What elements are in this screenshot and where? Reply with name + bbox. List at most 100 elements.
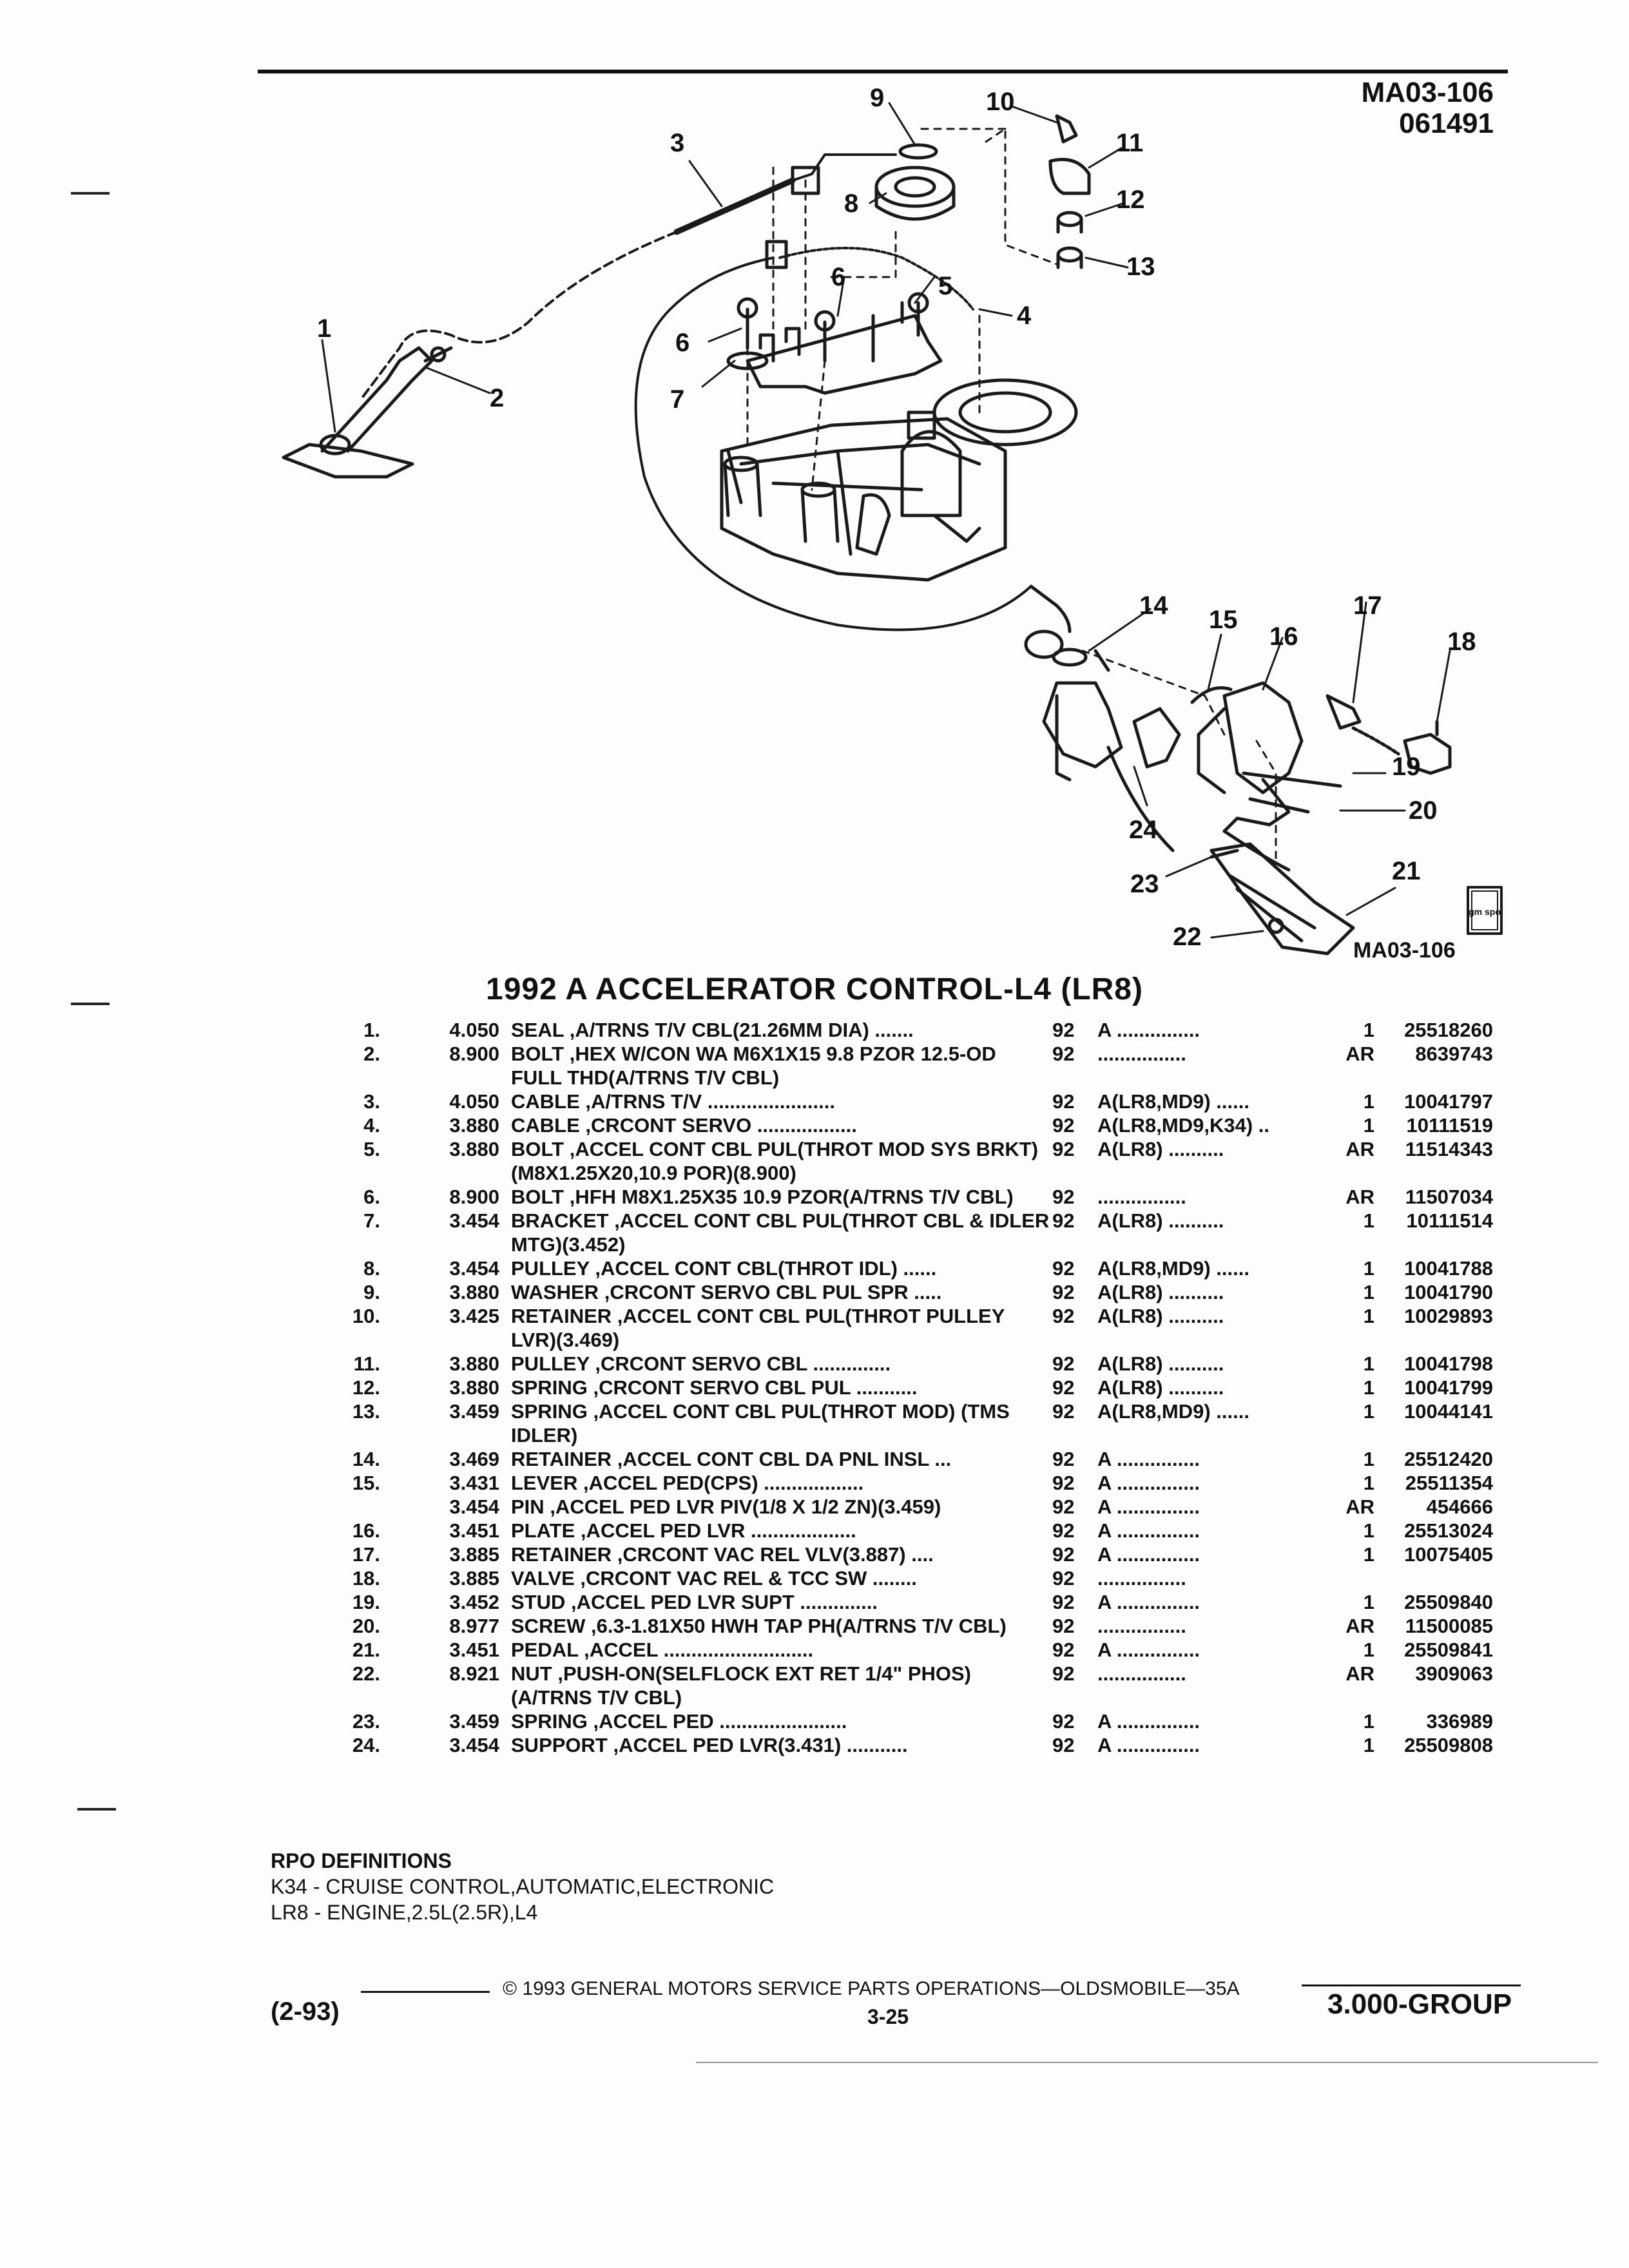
part-name: PIN <box>511 1495 545 1518</box>
quantity: 1 <box>1363 1400 1374 1423</box>
description: VALVE ,CRCONT VAC REL & TCC SW ........ <box>511 1566 1052 1590</box>
description: PIN ,ACCEL PED LVR PIV(1/8 X 1/2 ZN)(3.4… <box>511 1495 1052 1519</box>
part-number: 25509841 <box>1404 1639 1493 1661</box>
quantity: 1 <box>1363 1543 1374 1566</box>
part-description: ,ACCEL PED LVR PIV(1/8 X 1/2 ZN)(3.459) <box>550 1495 941 1518</box>
group-number-cell: 3.425 <box>449 1305 499 1327</box>
item-number: 1. <box>363 1019 380 1041</box>
part-number: 25511354 <box>1405 1472 1493 1494</box>
part-number: 3909063 <box>1415 1662 1493 1685</box>
group-number-cell: 3.880 <box>449 1138 499 1160</box>
model-year: 92 <box>1052 1662 1075 1685</box>
series: A(LR8) .......... <box>1097 1352 1224 1375</box>
page-title: 1992 A ACCELERATOR CONTROL-L4 (LR8) <box>486 972 1143 1006</box>
part-name: BOLT <box>511 1043 564 1065</box>
quantity: 1 <box>1363 1019 1374 1041</box>
part-description: ,ACCEL CONT CBL PUL(THROT MOD) (TMS IDLE… <box>511 1400 1010 1446</box>
alignment-lines <box>746 128 1277 865</box>
quantity: 1 <box>1363 1734 1374 1756</box>
description: RETAINER ,ACCEL CONT CBL PUL(THROT PULLE… <box>511 1304 1052 1352</box>
part-description: ,PUSH-ON(SELFLOCK EXT RET 1/4" PHOS) (A/… <box>511 1662 971 1709</box>
group-number-cell: 3.885 <box>449 1567 499 1590</box>
quantity: 1 <box>1363 1472 1374 1494</box>
group-number-cell: 3.885 <box>449 1543 499 1566</box>
item-number: 22. <box>352 1662 380 1685</box>
scan-mark <box>71 1003 110 1005</box>
part-name: SPRING <box>511 1710 588 1733</box>
model-year: 92 <box>1052 1639 1075 1661</box>
model-year: 92 <box>1052 1400 1075 1423</box>
part-number: 11507034 <box>1405 1186 1493 1208</box>
item-number: 23. <box>352 1710 380 1733</box>
part-number: 25509840 <box>1404 1591 1493 1613</box>
part-description: ,6.3-1.81X50 HWH TAP PH(A/TRNS T/V CBL) <box>591 1615 1007 1637</box>
quantity: 1 <box>1363 1281 1374 1303</box>
quantity: 1 <box>1363 1376 1374 1399</box>
quantity: 1 <box>1363 1448 1374 1470</box>
part-name: SCREW <box>511 1615 586 1637</box>
description: BRACKET ,ACCEL CONT CBL PUL(THROT CBL & … <box>511 1209 1052 1256</box>
part-number: 10111514 <box>1406 1209 1493 1232</box>
copyright: © 1993 GENERAL MOTORS SERVICE PARTS OPER… <box>503 1978 1240 1999</box>
model-year: 92 <box>1052 1090 1075 1113</box>
group-number-cell: 3.454 <box>449 1257 499 1280</box>
item-number: 9. <box>363 1281 380 1303</box>
part-number: 336989 <box>1426 1710 1493 1733</box>
throttle-body-assembly <box>720 378 1078 582</box>
part-description: ,HEX W/CON WA M6X1X15 9.8 PZOR 12.5-OD F… <box>511 1043 996 1089</box>
part-name: BOLT <box>511 1186 564 1208</box>
part-name: VALVE <box>511 1567 575 1590</box>
item-number: 17. <box>352 1543 380 1566</box>
part-number: 10041798 <box>1404 1352 1493 1375</box>
group-number-cell: 8.921 <box>449 1662 499 1685</box>
item-number: 3. <box>363 1090 380 1113</box>
series: ................ <box>1097 1615 1186 1637</box>
quantity: 1 <box>1363 1639 1374 1661</box>
series: A ............... <box>1097 1734 1200 1756</box>
item-number: 2. <box>363 1043 380 1065</box>
part-description: ,CRCONT VAC REL VLV(3.887) .... <box>617 1543 934 1566</box>
callout-24: 24 <box>1129 816 1158 844</box>
part-description: ,ACCEL PED ....................... <box>593 1710 847 1733</box>
description: WASHER ,CRCONT SERVO CBL PUL SPR ..... <box>511 1280 1052 1304</box>
group-number-cell: 3.880 <box>449 1114 499 1137</box>
date-code: 061491 <box>1399 108 1494 139</box>
model-year: 92 <box>1052 1376 1075 1399</box>
part-description: ,ACCEL PED LVR(3.431) ........... <box>613 1734 908 1756</box>
callout-12: 12 <box>1116 186 1145 214</box>
description: PLATE ,ACCEL PED LVR ................... <box>511 1519 1052 1542</box>
callout-10: 10 <box>986 88 1015 116</box>
group-number-cell: 3.454 <box>449 1734 499 1756</box>
part-name: SPRING <box>511 1376 588 1399</box>
part-number: 10029893 <box>1404 1305 1493 1327</box>
group-number-cell: 4.050 <box>449 1019 499 1041</box>
callout-19: 19 <box>1392 753 1421 781</box>
quantity: AR <box>1345 1615 1374 1637</box>
part-name: RETAINER <box>511 1448 612 1470</box>
part-name: PEDAL <box>511 1639 579 1661</box>
table-row: 1. 4.050 SEAL ,A/TRNS T/V CBL(21.26MM DIA)… <box>309 1018 1493 1042</box>
model-year: 92 <box>1052 1591 1075 1613</box>
callout-22: 22 <box>1173 923 1202 951</box>
callout-16: 16 <box>1269 622 1298 651</box>
quantity: AR <box>1345 1662 1374 1685</box>
quantity: 1 <box>1363 1114 1374 1137</box>
part-description: ,ACCEL ........................... <box>584 1639 814 1661</box>
part-name: WASHER <box>511 1281 599 1303</box>
quantity: 1 <box>1363 1305 1374 1327</box>
scan-mark <box>71 192 110 195</box>
description: SEAL ,A/TRNS T/V CBL(21.26MM DIA) ......… <box>511 1018 1052 1042</box>
callout-1: 1 <box>317 314 332 343</box>
doc-id: MA03-106 <box>1361 77 1494 108</box>
part-name: PULLEY <box>511 1257 590 1280</box>
model-year: 92 <box>1052 1710 1075 1733</box>
series: A(LR8,MD9,K34) .. <box>1097 1114 1269 1137</box>
series: A(LR8,MD9) ...... <box>1097 1257 1249 1280</box>
